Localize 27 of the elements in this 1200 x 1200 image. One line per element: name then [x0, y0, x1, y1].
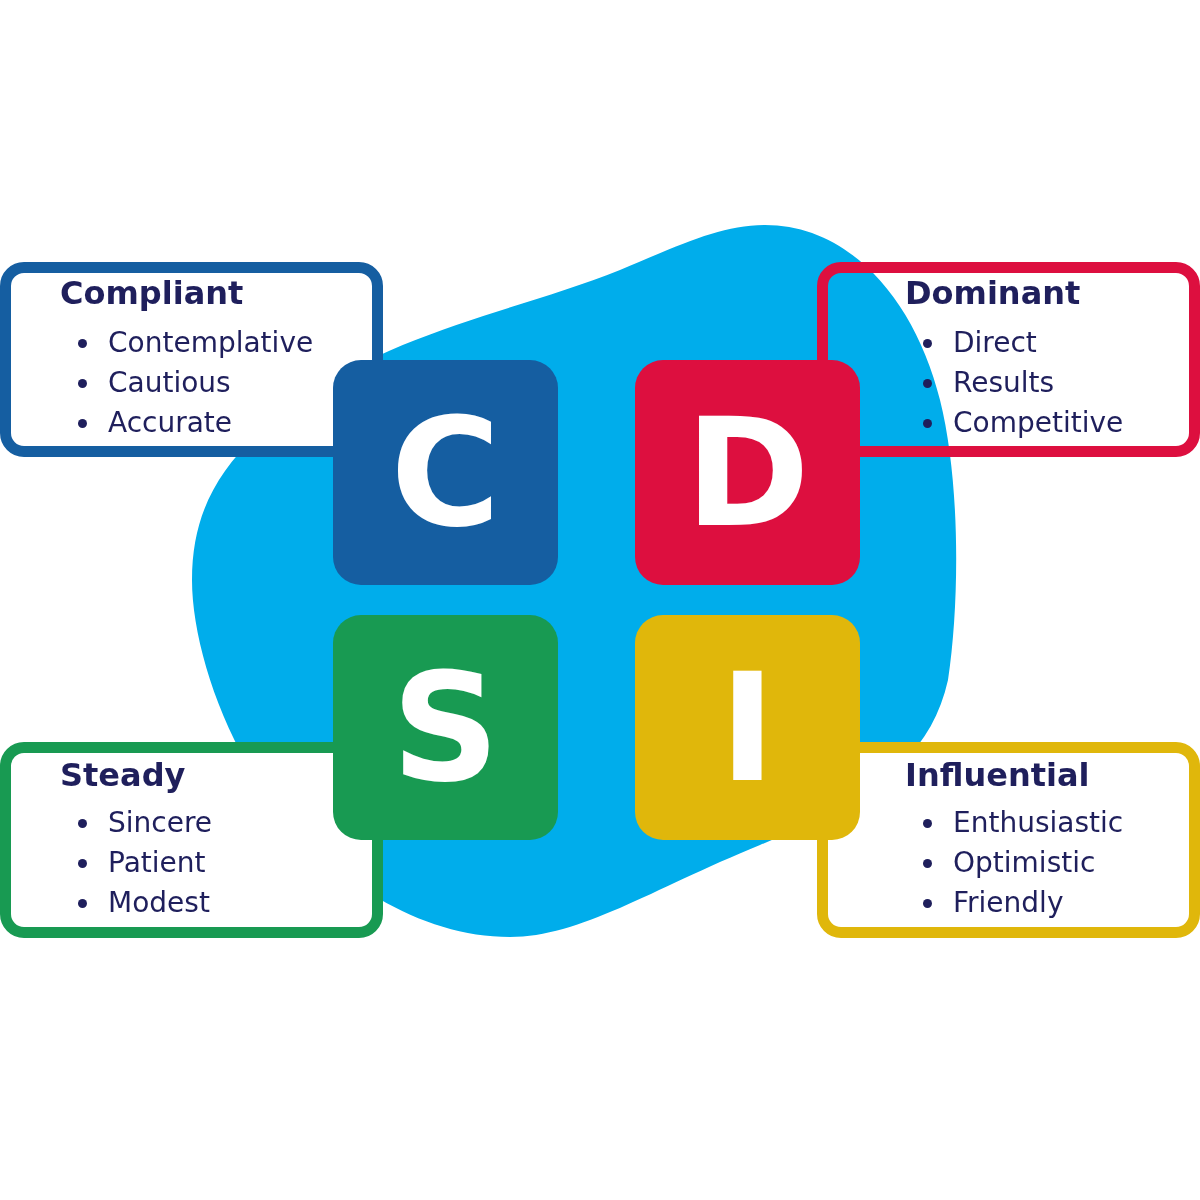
list-item: Modest — [108, 885, 210, 921]
tile-letter: D — [685, 397, 810, 548]
list-item: Cautious — [108, 365, 231, 401]
list-item: Sincere — [108, 805, 213, 841]
letter-tile — [635, 360, 860, 585]
letter-tile — [333, 360, 558, 585]
list-item: Results — [953, 365, 1055, 401]
card-heading: Compliant — [60, 273, 244, 313]
letter-tile — [333, 615, 558, 840]
list-item: Contemplative — [108, 325, 314, 361]
trait-card — [0, 742, 383, 938]
trait-card — [817, 742, 1200, 938]
list-item: Friendly — [953, 885, 1064, 921]
tile-letter: I — [719, 652, 776, 803]
list-item: Accurate — [108, 405, 233, 441]
list-item: Direct — [953, 325, 1037, 361]
list-item: Optimistic — [953, 845, 1096, 881]
list-item: Enthusiastic — [953, 805, 1124, 841]
letter-tile — [635, 615, 860, 840]
card-heading: Steady — [60, 755, 186, 795]
tile-letter: S — [391, 652, 500, 803]
list-item: Competitive — [953, 405, 1124, 441]
trait-card — [0, 262, 383, 457]
list-item: Patient — [108, 845, 206, 881]
card-heading: Influential — [905, 755, 1090, 795]
tile-letter: C — [390, 397, 501, 548]
card-heading: Dominant — [905, 273, 1081, 313]
